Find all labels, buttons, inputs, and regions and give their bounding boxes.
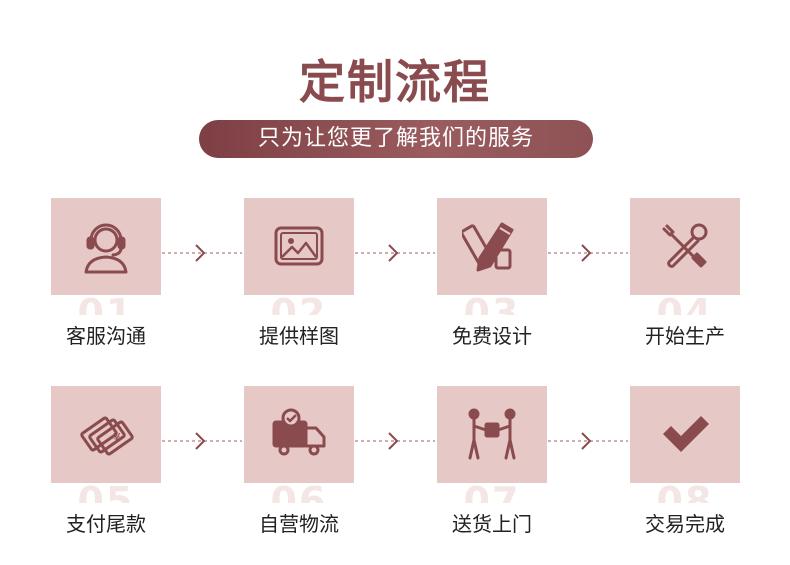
image-picture-icon [274, 226, 324, 266]
checkmark-icon [663, 416, 709, 452]
subtitle-banner: 只为让您更了解我们的服务 [199, 120, 593, 158]
step-number: 02 [270, 293, 328, 315]
step-start-production: 04 开始生产 [630, 198, 740, 368]
step-label: 开始生产 [645, 324, 725, 348]
step-number: 08 [656, 481, 714, 503]
payment-cards-icon: ¥ [80, 416, 134, 456]
step-number: 04 [656, 293, 714, 315]
flow-arrow [546, 431, 630, 451]
step-tile [437, 386, 547, 483]
step-number: 03 [463, 293, 521, 315]
step-pay-balance: ¥ 05 支付尾款 [51, 386, 161, 556]
flow-arrow [160, 243, 244, 263]
flow-arrow [353, 243, 437, 263]
step-number: 06 [270, 481, 328, 503]
step-label: 送货上门 [452, 512, 532, 536]
page-title: 定制流程 [299, 55, 491, 109]
step-tile: ¥ [51, 386, 161, 483]
step-tile [244, 198, 354, 295]
flow-arrow [353, 431, 437, 451]
package-handover-icon [468, 408, 516, 460]
customer-service-headset-icon [84, 223, 128, 274]
step-customer-service: 01 客服沟通 [51, 198, 161, 368]
svg-text:¥: ¥ [113, 431, 121, 445]
flow-arrow [160, 431, 244, 451]
step-label: 客服沟通 [66, 324, 146, 348]
delivery-truck-icon [272, 408, 326, 456]
step-number: 07 [463, 481, 521, 503]
wrench-screwdriver-icon [662, 223, 708, 268]
step-tile [437, 198, 547, 295]
step-provide-sample: 02 提供样图 [244, 198, 354, 368]
pencil-ruler-icon [462, 222, 514, 272]
step-number: 05 [77, 481, 135, 503]
step-tile [630, 198, 740, 295]
step-door-delivery: 07 送货上门 [437, 386, 547, 556]
step-label: 提供样图 [259, 324, 339, 348]
step-label: 免费设计 [452, 324, 532, 348]
step-free-design: 03 免费设计 [437, 198, 547, 368]
step-tile [244, 386, 354, 483]
step-label: 支付尾款 [66, 512, 146, 536]
step-tile [51, 198, 161, 295]
step-label: 交易完成 [645, 512, 725, 536]
step-label: 自营物流 [259, 512, 339, 536]
step-number: 01 [77, 293, 135, 315]
flow-arrow [546, 243, 630, 263]
step-tile [630, 386, 740, 483]
step-deal-complete: 08 交易完成 [630, 386, 740, 556]
step-own-logistics: 06 自营物流 [244, 386, 354, 556]
